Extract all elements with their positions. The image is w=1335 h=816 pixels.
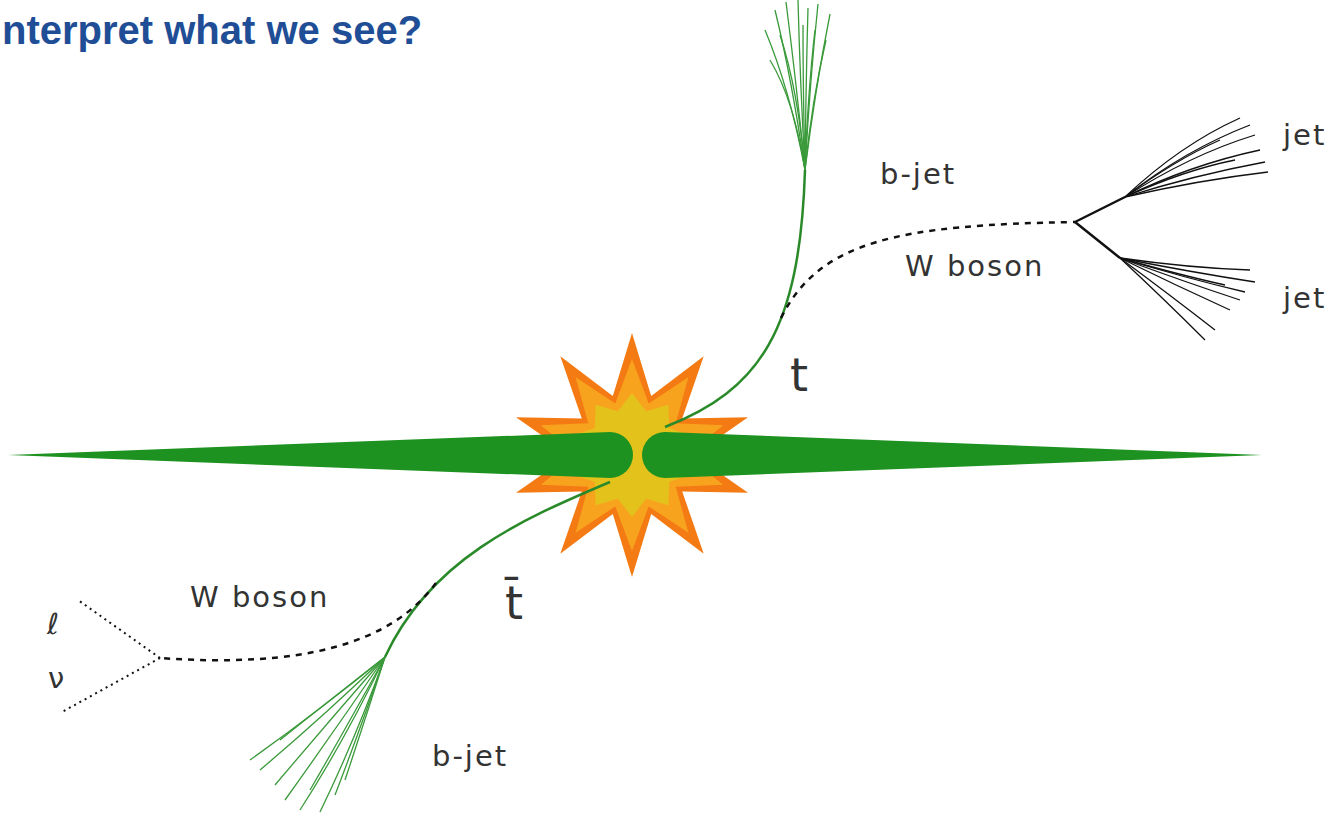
- particle-label: ν: [48, 664, 66, 693]
- b-jet-spray: [250, 657, 385, 812]
- jet-label: b-jet: [432, 742, 508, 771]
- boson-label: W boson: [905, 252, 1044, 281]
- slide-title: nterpret what we see?: [2, 10, 422, 50]
- particle-label: ℓ: [47, 610, 61, 639]
- neutrino-line: [62, 658, 160, 712]
- antitop-quark-line: [385, 482, 610, 657]
- top-quark-line: [665, 170, 805, 427]
- jet-label: jet: [1283, 284, 1326, 313]
- lepton-line: [78, 600, 160, 658]
- b-jet-spray: [765, 0, 830, 170]
- jet-spray: [1120, 258, 1255, 340]
- boson-label: W boson: [190, 583, 329, 612]
- jet-label: b-jet: [880, 160, 956, 189]
- jet-label: jet: [1283, 121, 1326, 150]
- w-boson-line: [160, 583, 436, 660]
- particle-label: t: [790, 352, 808, 398]
- w-boson-line: [781, 222, 1075, 318]
- proton-beam: [642, 432, 1262, 478]
- w-decay-lines: [1075, 197, 1125, 258]
- proton-beam: [8, 432, 633, 478]
- particle-label: t̄: [505, 580, 523, 626]
- jet-spray: [1125, 118, 1268, 197]
